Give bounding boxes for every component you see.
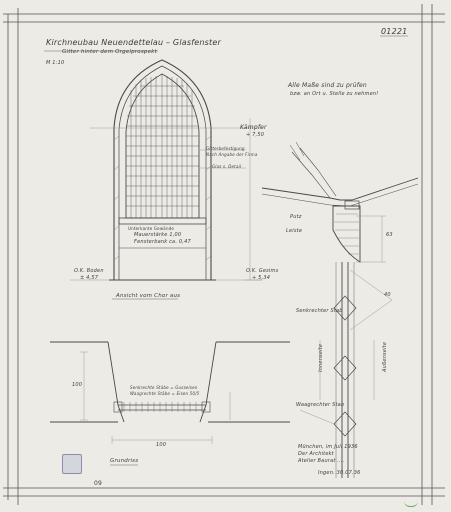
senkrecht-label: Senkrechter Stab (296, 308, 343, 314)
office-line-3: Atelier Baurat .... (298, 458, 345, 464)
sheet-number: 01221 (381, 27, 408, 36)
level-left-label: O.K. Boden (74, 268, 104, 274)
title-line-2: Gitter hinter dem Orgelprospekt (62, 49, 157, 55)
section-detail (261, 141, 419, 478)
dim-b: 40 (384, 292, 391, 298)
office-line-1: München, im Juli 1936 (298, 444, 358, 450)
title-scale: M 1:10 (46, 60, 65, 66)
note-line-2: bzw. an Ort u. Stelle zu nehmen! (290, 91, 379, 97)
putz-label: Putz (290, 214, 302, 220)
gitter-label-2: Nach Angabe der Firma (206, 152, 258, 157)
elevation-label-2: Fensterbank ca. 0,47 (134, 239, 191, 245)
plan-caption: Grundriss (110, 458, 139, 464)
innenseite-label: Innenseite (318, 343, 324, 372)
page-number: 09 (94, 480, 103, 487)
signature: Ingen. 30.07.36 (318, 470, 361, 476)
plan-dim-depth: 100 (72, 382, 83, 388)
caption-underlines (44, 35, 408, 466)
sheet-border (3, 4, 445, 505)
plan-label-2: Waagrechte Stäbe = Eisen 50/5 (130, 391, 200, 396)
aussenseite-label: Außenseite (382, 341, 388, 372)
glas-label: Glas s. Detail (212, 164, 242, 169)
green-mark (404, 500, 418, 507)
kaempfer-label: Kämpfer (240, 124, 267, 131)
level-right-value: + 5,34 (252, 275, 271, 281)
window-elevation (70, 59, 262, 281)
waagrecht-label: Waagrechter Stab (296, 402, 345, 408)
elevation-label-1: Mauerstärke 1,00 (134, 232, 182, 238)
elevation-caption: Ansicht vom Chor aus (116, 293, 181, 299)
archive-stamp (62, 454, 82, 474)
level-left-value: ± 4,57 (80, 275, 99, 281)
office-line-2: Der Architekt (298, 451, 334, 457)
plan-view (50, 341, 290, 444)
level-right-label: O.K. Gesims (246, 268, 279, 274)
gitter-label-1: Gitterbefestigung (206, 146, 245, 151)
title-line-1: Kirchneubau Neuendettelau – Glasfenster (46, 38, 221, 47)
kaempfer-value: + 7,50 (246, 132, 265, 138)
plan-label-1: Senkrechte Stäbe = Gusseisen (130, 385, 198, 390)
elevation-label-small: Unterkante Gewände (128, 226, 175, 231)
note-line-1: Alle Maße sind zu prüfen (288, 82, 367, 89)
dim-a: 63 (386, 232, 393, 238)
plan-dim-width: 100 (156, 442, 167, 448)
leiste-label: Leiste (286, 228, 303, 234)
